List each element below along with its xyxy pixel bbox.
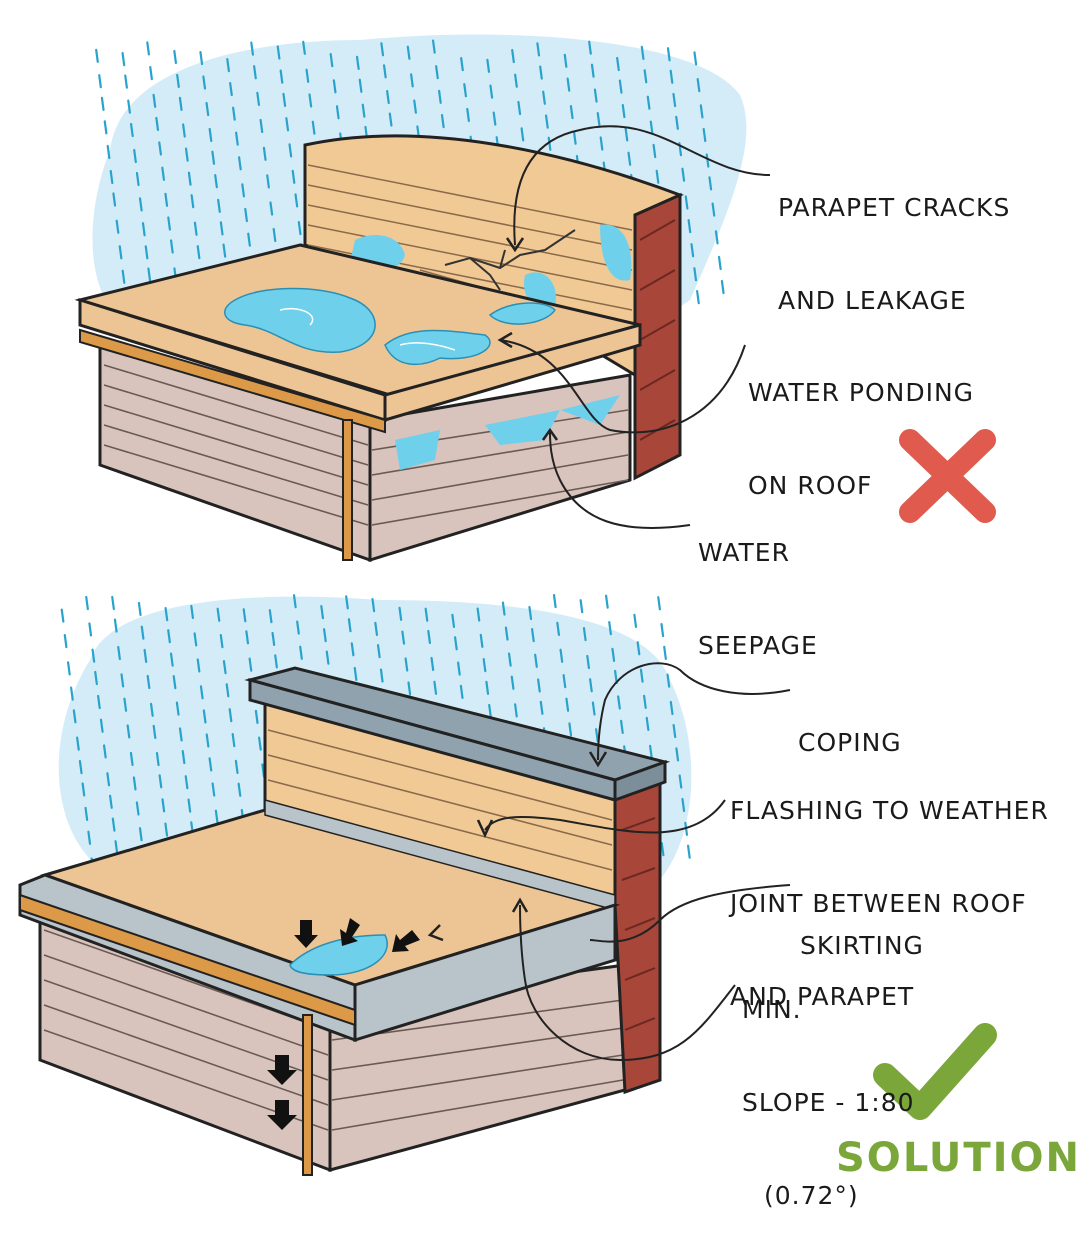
- rain-streak: [123, 53, 125, 65]
- rain-streak: [112, 597, 114, 609]
- rain-streak: [89, 623, 91, 635]
- label-line: AND LEAKAGE: [778, 285, 1010, 316]
- rain-streak: [688, 846, 690, 858]
- rain-streak: [62, 610, 64, 622]
- rain-streak: [139, 603, 141, 615]
- downpipe: [303, 1015, 312, 1175]
- rain-streak: [694, 52, 696, 64]
- rain-streak: [86, 597, 88, 609]
- label-line: (0.72°): [742, 1180, 915, 1211]
- rain-streak: [200, 52, 202, 64]
- rain-streak: [664, 647, 666, 659]
- rain-streak: [661, 624, 663, 636]
- rain-streak: [96, 50, 98, 62]
- downpipe: [343, 420, 352, 560]
- label-line: WATER: [698, 537, 818, 568]
- rain-streak: [125, 76, 127, 88]
- rain-streak: [147, 42, 149, 54]
- rain-streak: [658, 597, 660, 609]
- solution-caption: SOLUTION: [836, 1135, 1079, 1181]
- rain-streak: [606, 596, 608, 608]
- rain-streak: [554, 595, 556, 607]
- label-slope: MIN. SLOPE - 1:80 (0.72°): [742, 932, 915, 1242]
- label-line: SLOPE - 1:80: [742, 1087, 915, 1118]
- rain-streak: [719, 257, 721, 269]
- rain-streak: [102, 98, 104, 110]
- rain-streak: [71, 688, 73, 700]
- label-line: MIN.: [742, 994, 915, 1025]
- rain-streak: [99, 75, 101, 87]
- label-water-seepage: WATER SEEPAGE: [698, 475, 818, 692]
- rain-streak: [65, 635, 67, 647]
- label-line: WATER PONDING: [748, 377, 974, 408]
- rain-streak: [581, 600, 583, 612]
- rain-streak: [150, 67, 152, 79]
- rain-streak: [115, 620, 117, 632]
- label-line: FLASHING TO WEATHER: [730, 795, 1049, 826]
- rain-streak: [722, 281, 724, 293]
- label-line: PARAPET CRACKS: [778, 192, 1010, 223]
- rain-streak: [634, 615, 636, 627]
- label-line: SEEPAGE: [698, 630, 818, 661]
- rain-streak: [105, 121, 107, 133]
- brick-side: [635, 195, 680, 478]
- rain-streak: [68, 662, 70, 674]
- rain-streak: [174, 51, 176, 63]
- rain-streak: [697, 291, 699, 303]
